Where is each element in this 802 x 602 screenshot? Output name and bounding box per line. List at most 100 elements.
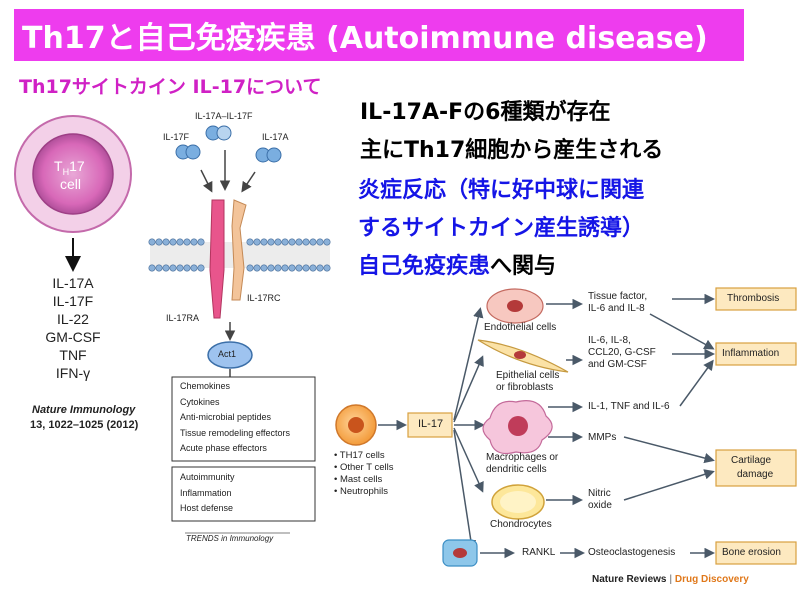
main-text-line5-rest: へ関与 (490, 254, 557, 279)
lipid-head (267, 264, 275, 272)
lipid-head (274, 264, 282, 272)
source-cell-item: • TH17 cells (334, 450, 385, 461)
outcome-inflammation: Inflammation (722, 348, 780, 359)
mediator-2c: and GM-CSF (588, 359, 647, 370)
lipid-head (302, 238, 310, 246)
lipid-head (183, 238, 191, 246)
right-figure-source: Nature Reviews | Drug Discovery (592, 574, 749, 585)
main-text-line4: するサイトカイン産生誘導） (358, 216, 645, 241)
mediator-2b: CCL20, G-CSF (588, 347, 656, 358)
lipid-head (183, 264, 191, 272)
receptor-label-il17ra: IL-17RA (166, 313, 200, 323)
cytokine-item: IL-17F (52, 293, 94, 309)
outcome-bone-erosion: Bone erosion (722, 547, 781, 558)
lipid-head (148, 238, 156, 246)
outcome-cartilage-1: Cartilage (731, 455, 772, 466)
th17-cell-nucleus (32, 133, 114, 215)
lipid-head (253, 264, 261, 272)
left-citation-journal: Nature Immunology (32, 404, 136, 416)
mediator-6: RANKL (522, 547, 556, 558)
effect-item: Autoimmunity (180, 472, 235, 482)
lipid-head (323, 264, 331, 272)
act1-label: Act1 (218, 349, 237, 359)
lipid-head (148, 264, 156, 272)
cytokine-item: GM-CSF (45, 329, 101, 345)
lipid-head (197, 264, 205, 272)
effects-box-2 (171, 466, 316, 522)
effects-box-1 (171, 376, 316, 462)
effect-item: Host defense (180, 503, 234, 513)
lipid-head (169, 238, 177, 246)
il17-node (407, 412, 453, 438)
ligand-il17f (175, 144, 201, 160)
main-text-line2: 主にTh17細胞から産生される (360, 138, 664, 163)
source-separator: | (669, 574, 673, 585)
lipid-head (176, 264, 184, 272)
mediator-1b: IL-6 and IL-8 (588, 303, 645, 314)
il17-node-label: IL-17 (418, 418, 444, 430)
main-text-line3: 炎症反応（特に好中球に関連 (358, 178, 645, 203)
effect-item: Chemokines (180, 381, 231, 391)
act1-node (207, 341, 253, 369)
outcome-thrombosis: Thrombosis (727, 293, 780, 304)
mediator-3: IL-1, TNF and IL-6 (588, 401, 670, 412)
lipid-head (302, 264, 310, 272)
effect-item: Cytokines (180, 396, 220, 407)
endothelial-label: Endothelial cells (484, 322, 557, 333)
epithelial-label-2: or fibroblasts (496, 382, 554, 393)
chondrocyte-label: Chondrocytes (490, 519, 552, 530)
lipid-head (253, 238, 261, 246)
macrophage-label-1: Macrophages or (486, 452, 559, 463)
ligand-label-il17a: IL-17A (262, 132, 289, 142)
lipid-head (316, 238, 324, 246)
th17-cell-label: TH17 (54, 158, 85, 177)
source-suffix: Drug Discovery (674, 574, 749, 585)
lipid-head (260, 238, 268, 246)
lipid-head (190, 238, 198, 246)
receptor-il17rc (231, 199, 247, 301)
mediator-2a: IL-6, IL-8, (588, 335, 631, 346)
lipid-head (288, 238, 296, 246)
slide-subtitle: Th17サイトカイン IL-17について (19, 76, 322, 98)
cytokine-item: IL-17A (52, 275, 94, 291)
lipid-head (309, 264, 317, 272)
receptor-label-il17rc: IL-17RC (247, 293, 281, 303)
ligand-label-il17f: IL-17F (163, 132, 190, 142)
lipid-head (295, 264, 303, 272)
lipid-head (281, 238, 289, 246)
mediator-7: Osteoclastogenesis (588, 547, 676, 558)
middle-figure-source: TRENDS in Immunology (186, 534, 274, 543)
lipid-head (155, 238, 163, 246)
receptor-il17ra (209, 199, 225, 319)
lipid-head (176, 238, 184, 246)
lipid-head (162, 264, 170, 272)
mediator-1a: Tissue factor, (588, 291, 648, 302)
outcome-thrombosis-box (715, 287, 797, 311)
left-citation-ref: 13, 1022–1025 (2012) (30, 419, 139, 431)
lipid-head (246, 238, 254, 246)
lipid-head (267, 238, 275, 246)
outcome-cartilage-box (715, 449, 797, 487)
cytokine-item: IFN-γ (55, 365, 91, 381)
lipid-head (155, 264, 163, 272)
main-text-line5: 自己免疫疾患へ関与 (358, 248, 556, 280)
ligand-label-il17a-il17f: IL-17A–IL-17F (195, 111, 253, 121)
title-bar (14, 9, 744, 61)
lipid-head (197, 238, 205, 246)
outcome-bone-erosion-box (715, 541, 797, 565)
ligand-il17a-il17f (205, 125, 232, 141)
ligand-il17a (255, 147, 282, 163)
lipid-head (295, 238, 303, 246)
outcome-inflammation-box (715, 342, 797, 366)
lipid-head (316, 264, 324, 272)
source-cell-item: • Other T cells (334, 462, 394, 473)
cytokine-item: TNF (59, 347, 87, 363)
effect-item: Tissue remodeling effectors (180, 427, 291, 438)
effect-item: Anti-microbial peptides (180, 412, 272, 422)
lipid-head (246, 264, 254, 272)
outcome-cartilage-2: damage (737, 469, 774, 480)
mediator-5b: oxide (588, 500, 612, 511)
